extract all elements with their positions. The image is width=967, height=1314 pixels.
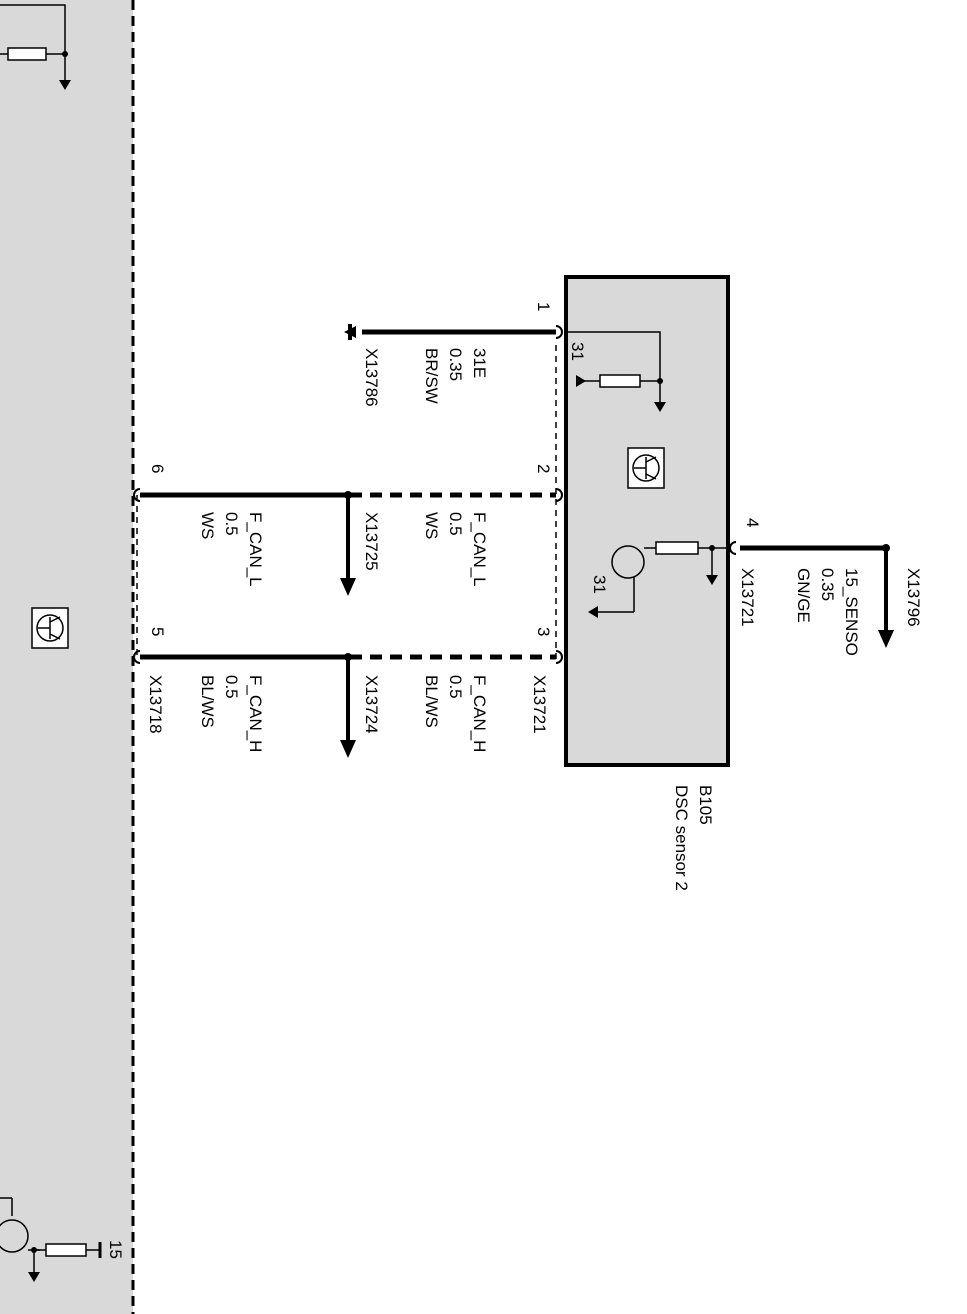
can-l-ecu-signal: F_CAN_L: [246, 512, 265, 587]
can-h-splice-connector: X13724: [362, 675, 381, 734]
ground-connector: X13786: [362, 348, 381, 407]
transistor-icon: [627, 447, 665, 489]
supply-transistor-circuit: [588, 541, 728, 618]
can-h-module-size: 0.5: [446, 675, 465, 699]
can-h-wire: [133, 650, 563, 758]
can-l-module-signal: F_CAN_L: [470, 512, 489, 587]
splice-arrow-icon: [878, 630, 894, 648]
can-l-module-color: WS: [422, 512, 441, 539]
supply-signal: 15_SENSO: [842, 568, 861, 656]
can-l-ecu-size: 0.5: [222, 512, 241, 536]
bottom-transistor-circuit: [0, 1197, 102, 1282]
ground-arrow-icon: [588, 606, 598, 618]
can-h-ecu-signal: F_CAN_H: [246, 675, 265, 752]
can-h-ecu-connector: X13718: [146, 675, 165, 734]
pin-1-label: 1: [534, 302, 553, 311]
pin-5-label: 5: [148, 627, 167, 636]
left-control-unit: 15: [0, 0, 135, 1314]
supply-size: 0.35: [818, 568, 837, 601]
ground-size: 0.35: [446, 348, 465, 381]
ground-31-label-b: 31: [590, 575, 609, 594]
supply-color: GN/GE: [794, 568, 813, 623]
can-h-module-connector: X13721: [530, 675, 549, 734]
pin-6-label: 6: [148, 464, 167, 473]
resistor-icon: [583, 374, 660, 388]
ground-wire: [344, 324, 563, 340]
ground-color: BR/SW: [422, 348, 441, 404]
module-designation: B105: [696, 785, 715, 825]
terminal-15-label: 15: [106, 1240, 125, 1259]
ground-arrow-icon: [654, 402, 666, 412]
can-l-ecu-color: WS: [198, 512, 217, 539]
ground-signal: 31E: [470, 348, 489, 378]
can-l-module-connector: X13725: [362, 512, 381, 571]
supply-splice: X13796: [904, 568, 923, 627]
pin-3-label: 3: [534, 627, 553, 636]
splice-arrow-icon: [340, 740, 356, 758]
dsc-sensor-module: 31 31: [555, 275, 730, 767]
module-name: DSC sensor 2: [672, 785, 691, 891]
can-l-wire: [133, 488, 563, 660]
can-h-ecu-size: 0.5: [222, 675, 241, 699]
pin-4-label: 4: [743, 518, 762, 527]
supply-connector: X13721: [738, 568, 757, 627]
can-h-module-signal: F_CAN_H: [470, 675, 489, 752]
resistor-icon: [0, 4, 71, 90]
can-l-module-size: 0.5: [446, 512, 465, 536]
transistor-icon: [31, 607, 69, 649]
can-h-module-color: BL/WS: [422, 675, 441, 728]
ground-arrow-icon: [576, 375, 586, 387]
pin-2-label: 2: [534, 464, 553, 473]
ground-arrow-icon: [706, 575, 718, 585]
ground-31-label-a: 31: [568, 342, 587, 361]
supply-wire: [729, 541, 894, 648]
splice-arrow-icon: [340, 578, 356, 596]
can-h-ecu-color: BL/WS: [198, 675, 217, 728]
